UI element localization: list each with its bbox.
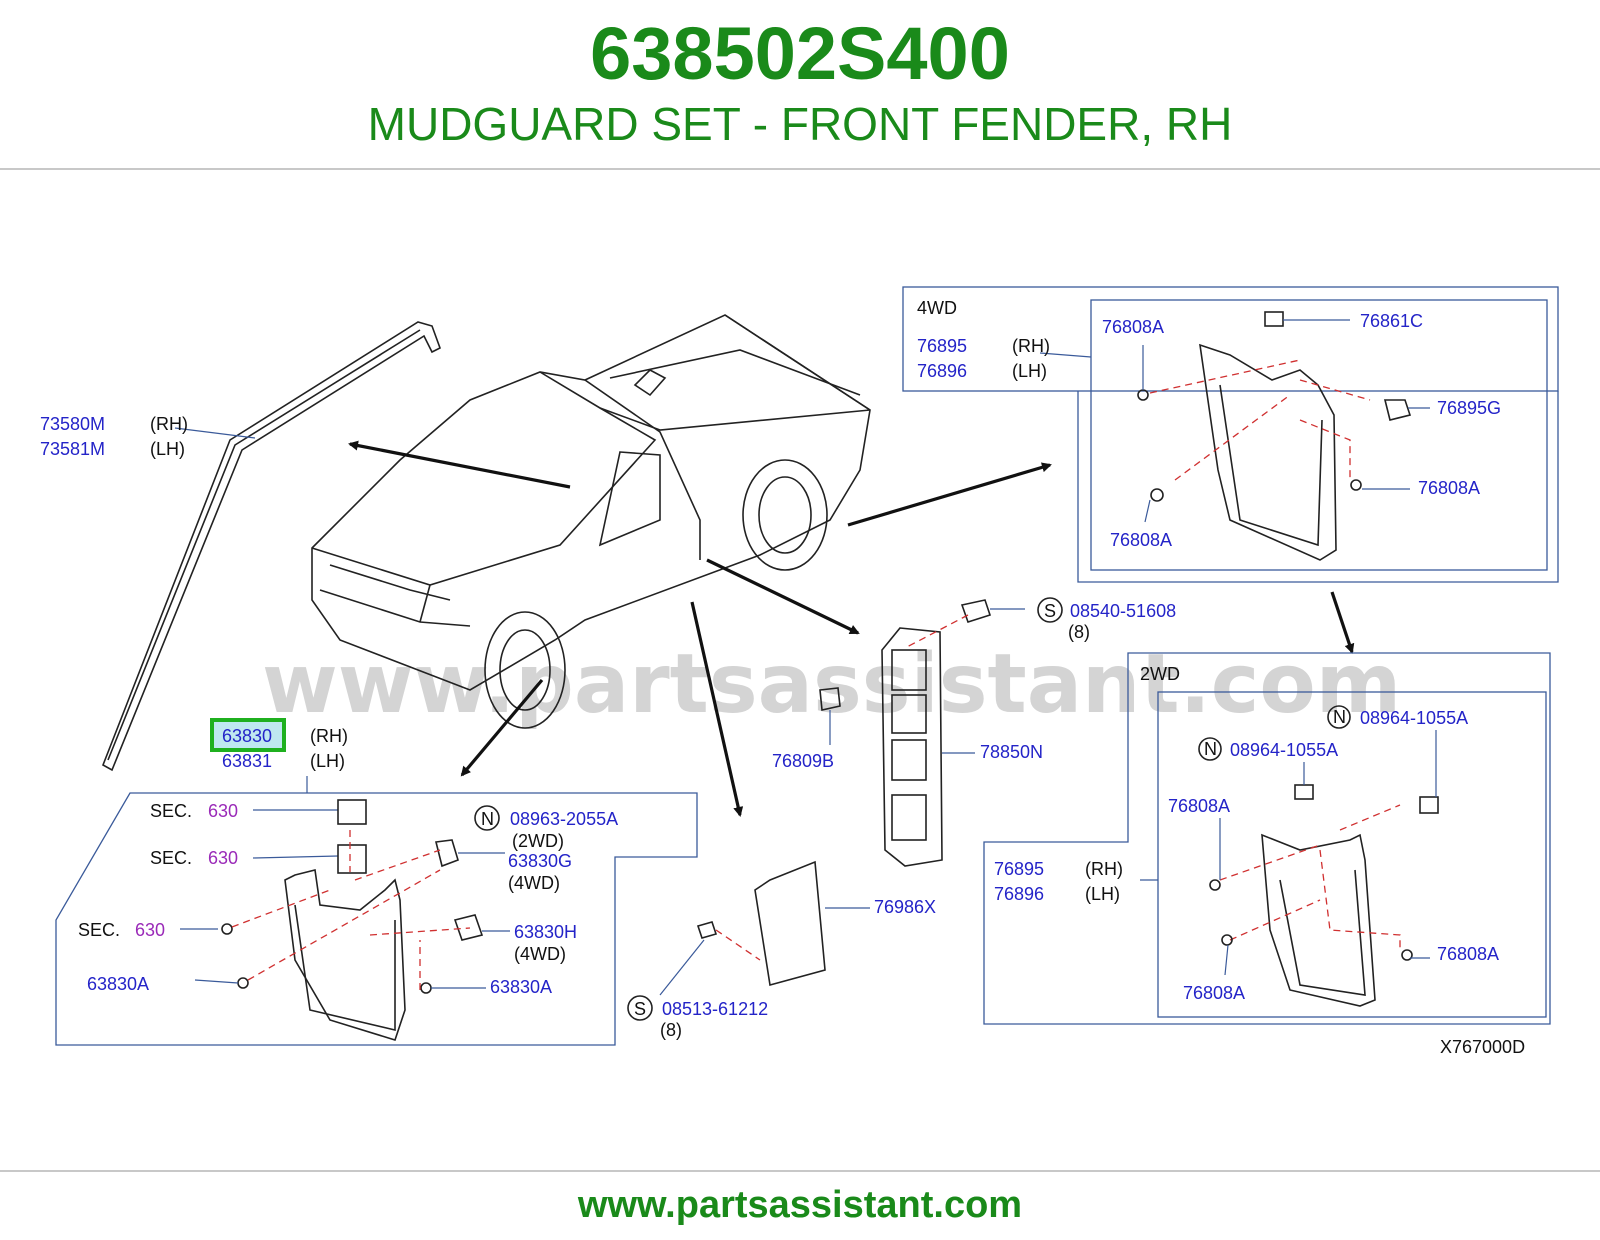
rear4wd-lh-tag: (LH) xyxy=(1012,361,1047,381)
footer-url[interactable]: www.partsassistant.com xyxy=(577,1184,1023,1226)
front-g-note: (4WD) xyxy=(508,873,560,893)
front-sec-label-3: SEC. xyxy=(78,920,120,940)
front-rh-tag: (RH) xyxy=(310,726,348,746)
front-sec-num-3: 630 xyxy=(135,920,165,940)
center-clip-part: 76809B xyxy=(772,751,834,771)
rear4wd-nut-part: 76861C xyxy=(1360,311,1423,331)
center-protector-part: 78850N xyxy=(980,742,1043,762)
rear4wd-lh-part: 76896 xyxy=(917,361,967,381)
rear4wd-title: 4WD xyxy=(917,298,957,318)
center-parts-group: S 08540-51608 (8) 76809B 78850N 76986X S… xyxy=(627,597,1176,1040)
front-n-part: 08963-2055A xyxy=(510,809,618,829)
molding-lh-tag: (LH) xyxy=(150,439,185,459)
front-sec-num-1: 630 xyxy=(208,801,238,821)
molding-lh-part: 73581M xyxy=(40,439,105,459)
header-divider xyxy=(0,168,1600,170)
front-sec-label-1: SEC. xyxy=(150,801,192,821)
rear2wd-title: 2WD xyxy=(1140,664,1180,684)
rear2wd-screw-bottom: 76808A xyxy=(1183,983,1245,1003)
rear-2wd-group: 2WD 76895 (RH) 76896 (LH) N N 08964-1055… xyxy=(983,652,1551,1025)
front-n-note: (2WD) xyxy=(512,831,564,851)
front-h-part: 63830H xyxy=(514,922,577,942)
front-sec-num-2: 630 xyxy=(208,848,238,868)
rear2wd-lh-tag: (LH) xyxy=(1085,884,1120,904)
molding-leader xyxy=(174,427,256,439)
watermark-text: www.partsassistant.com xyxy=(262,637,1401,732)
rear4wd-rh-part: 76895 xyxy=(917,336,967,356)
front-a-part-left: 63830A xyxy=(87,974,149,994)
rear4wd-screw-bottom: 76808A xyxy=(1110,530,1172,550)
rear2wd-screw-right: 76808A xyxy=(1437,944,1499,964)
front-n-badge: N xyxy=(481,809,494,829)
rear2wd-n-badge-1: N xyxy=(1333,707,1346,727)
center-top-qty: (8) xyxy=(1068,622,1090,642)
molding-rh-tag: (RH) xyxy=(150,414,188,434)
front-g-part: 63830G xyxy=(508,851,572,871)
center-pad-part: 76986X xyxy=(874,897,936,917)
front-lh-part: 63831 xyxy=(222,751,272,771)
center-s-badge-bottom: S xyxy=(634,999,646,1019)
rear4wd-rh-tag: (RH) xyxy=(1012,336,1050,356)
parts-diagram: www.partsassistant.com 73580M (RH) 73581… xyxy=(40,286,1559,1057)
footer-divider xyxy=(0,1170,1600,1172)
front-a-part-right: 63830A xyxy=(490,977,552,997)
front-sec-label-2: SEC. xyxy=(150,848,192,868)
rear4wd-screw-top: 76808A xyxy=(1102,317,1164,337)
front-mudguard-group: 63830 (RH) 63831 (LH) SEC. 630 SEC. 630 … xyxy=(55,718,698,1046)
rear2wd-rh-tag: (RH) xyxy=(1085,859,1123,879)
rear2wd-nut-top: 08964-1055A xyxy=(1360,708,1468,728)
molding-rh-part: 73580M xyxy=(40,414,105,434)
highlighted-part-box xyxy=(210,718,286,752)
truck-illustration xyxy=(311,314,871,729)
rear2wd-n-badge-2: N xyxy=(1204,739,1217,759)
front-lh-tag: (LH) xyxy=(310,751,345,771)
rear-4wd-group: 4WD 76895 (RH) 76896 (LH) 76808A 76861C … xyxy=(902,286,1559,583)
rear2wd-rh-part: 76895 xyxy=(994,859,1044,879)
center-bottom-screw-part: 08513-61212 xyxy=(662,999,768,1019)
callout-arrows xyxy=(348,440,1355,817)
center-bottom-qty: (8) xyxy=(660,1020,682,1040)
rear2wd-screw-top: 76808A xyxy=(1168,796,1230,816)
roof-molding-illustration xyxy=(102,321,441,772)
part-number-title: 638502S400 xyxy=(590,12,1010,95)
front-rh-part: 63830 xyxy=(222,726,272,746)
part-description: MUDGUARD SET - FRONT FENDER, RH xyxy=(367,98,1233,150)
center-s-badge-top: S xyxy=(1044,601,1056,621)
center-top-screw-part: 08540-51608 xyxy=(1070,601,1176,621)
rear2wd-lh-part: 76896 xyxy=(994,884,1044,904)
front-h-note: (4WD) xyxy=(514,944,566,964)
rear4wd-clip-part: 76895G xyxy=(1437,398,1501,418)
rear4wd-screw-right: 76808A xyxy=(1418,478,1480,498)
diagram-code: X767000D xyxy=(1440,1037,1525,1057)
rear2wd-nut-left: 08964-1055A xyxy=(1230,740,1338,760)
